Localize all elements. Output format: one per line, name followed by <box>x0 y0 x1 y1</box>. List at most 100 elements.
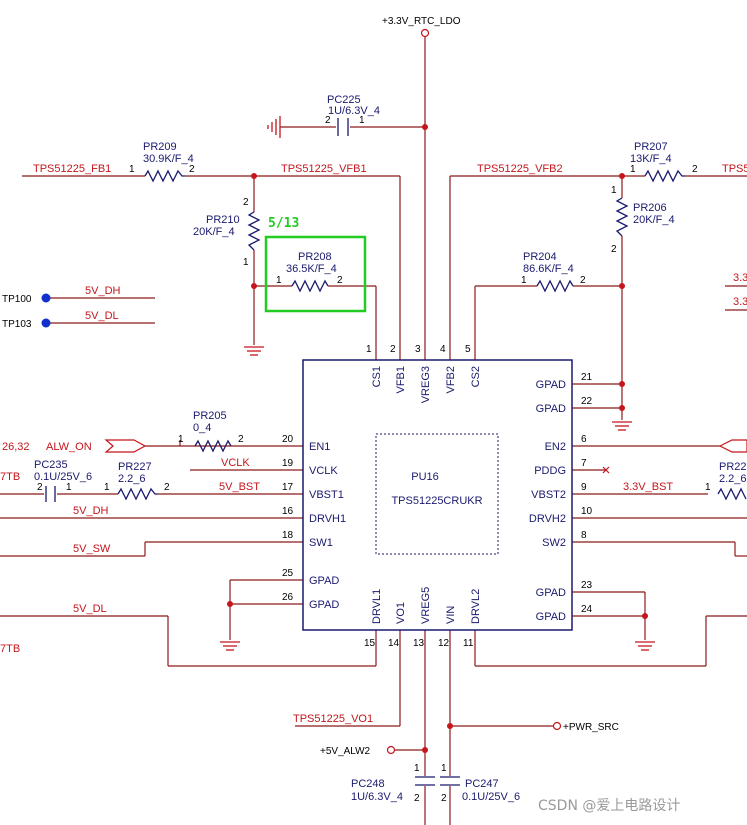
svg-text:1: 1 <box>129 164 135 175</box>
rail-5v-alw2: +5V_ALW2 <box>320 745 396 757</box>
pin-number: 24 <box>581 604 593 615</box>
testpoint-tp103: TP103 5V_DL <box>2 310 119 330</box>
svg-text:PC225: PC225 <box>327 94 361 106</box>
resistor-pr204: 1 2 PR204 86.6K/F_4 <box>521 251 586 293</box>
pin-name: GPAD <box>309 599 339 611</box>
pin-number: 13 <box>413 638 425 649</box>
svg-text:PR210: PR210 <box>206 214 240 226</box>
svg-text:2: 2 <box>325 115 331 126</box>
pin-name: SW2 <box>542 537 566 549</box>
pin-number: 5 <box>465 344 471 355</box>
no-connect-icon <box>602 466 610 474</box>
svg-text:PR208: PR208 <box>298 251 332 263</box>
pin-name: CS2 <box>470 366 482 387</box>
net-5v-dh: 5V_DH <box>73 505 109 517</box>
net-3v3-partial-b: 3.3 <box>733 296 747 308</box>
capacitor-pc248: 1 2 PC248 1U/6.3V_4 <box>351 763 435 804</box>
pin-name: VBST1 <box>309 489 344 501</box>
svg-text:1: 1 <box>705 482 711 493</box>
annotation-label: 5/13 <box>268 216 299 231</box>
pin-name: GPAD <box>309 575 339 587</box>
ic-pu16: PU16 TPS51225CRUKR <box>302 359 573 631</box>
svg-text:TP100: TP100 <box>2 294 32 305</box>
pin-name: VIN <box>445 606 457 624</box>
pin-number: 3 <box>415 344 421 355</box>
pin-number: 16 <box>282 506 294 517</box>
pin-number: 7 <box>581 458 587 469</box>
net-vclk: VCLK <box>221 457 250 469</box>
pin-number: 25 <box>282 568 294 579</box>
svg-text:5V_DL: 5V_DL <box>85 310 119 322</box>
svg-text:1: 1 <box>178 434 184 445</box>
svg-text:1: 1 <box>66 482 72 493</box>
pin-name: DRVL2 <box>470 589 482 624</box>
ic-part: TPS51225CRUKR <box>391 495 482 507</box>
wires <box>0 37 747 825</box>
pin-number: 26 <box>282 592 294 603</box>
ground-icon <box>220 641 240 651</box>
net-7tb-b: 7TB <box>0 643 20 655</box>
pin-name: VFB2 <box>445 366 457 394</box>
pin-number: 22 <box>581 396 593 407</box>
net-tps51225-fb1: TPS51225_FB1 <box>33 163 111 175</box>
svg-text:2: 2 <box>611 244 617 255</box>
pin-number: 9 <box>581 482 587 493</box>
ground-icon <box>267 116 281 138</box>
capacitor-pc235: 2 1 PC235 0.1U/25V_6 <box>34 459 92 502</box>
net-7tb-a: 7TB <box>0 471 20 483</box>
net-tps51225-vfb1: TPS51225_VFB1 <box>281 163 367 175</box>
svg-text:2: 2 <box>37 482 43 493</box>
svg-text:2: 2 <box>189 164 195 175</box>
pin-name: DRVH1 <box>309 513 346 525</box>
pin-name: PDDG <box>534 465 566 477</box>
svg-text:PR227: PR227 <box>118 461 152 473</box>
pin-name: EN1 <box>309 441 330 453</box>
svg-text:1U/6.3V_4: 1U/6.3V_4 <box>351 791 403 803</box>
highlight-box <box>264 235 367 313</box>
svg-text:PC248: PC248 <box>351 778 385 790</box>
resistor-pr205: 1 2 PR205 0_4 <box>178 410 244 453</box>
testpoint-tp100: TP100 5V_DH <box>2 285 121 305</box>
svg-text:20K/F_4: 20K/F_4 <box>633 214 675 226</box>
pin-name: VO1 <box>395 602 407 624</box>
resistor-pr210: 2 1 PR210 20K/F_4 <box>193 197 261 268</box>
resistor-pr207: 1 2 PR207 13K/F_4 <box>630 141 698 183</box>
svg-text:13K/F_4: 13K/F_4 <box>630 153 672 165</box>
svg-text:2.2_6: 2.2_6 <box>719 473 747 485</box>
ic-pins: 1CS12VFB13VREG34VFB25CS220EN119VCLK17VBS… <box>282 344 593 649</box>
net-tps51225-vo1: TPS51225_VO1 <box>293 713 373 725</box>
svg-text:1: 1 <box>276 275 282 286</box>
svg-text:2: 2 <box>441 793 447 804</box>
pin-name: GPAD <box>536 587 566 599</box>
svg-text:0.1U/25V_6: 0.1U/25V_6 <box>462 791 520 803</box>
pin-name: CS1 <box>371 366 383 387</box>
svg-text:PR226: PR226 <box>719 461 747 473</box>
pin-name: VREG3 <box>420 366 432 403</box>
svg-text:PC235: PC235 <box>34 459 68 471</box>
svg-text:2: 2 <box>414 793 420 804</box>
svg-text:PR205: PR205 <box>193 410 227 422</box>
svg-text:1: 1 <box>414 763 420 774</box>
net-tps51225-vfb2: TPS51225_VFB2 <box>477 163 563 175</box>
net-port-en2 <box>718 439 747 453</box>
svg-text:PR207: PR207 <box>634 141 668 153</box>
net-3v3-partial-a: 3.3 <box>733 272 747 284</box>
ground-icon <box>244 346 264 356</box>
net-tps5-truncated: TPS5 <box>722 163 747 175</box>
pin-name: GPAD <box>536 611 566 623</box>
svg-text:1: 1 <box>630 164 636 175</box>
pin-number: 17 <box>282 482 294 493</box>
pin-number: 15 <box>364 638 376 649</box>
pin-name: VCLK <box>309 465 338 477</box>
svg-text:PR209: PR209 <box>143 141 177 153</box>
svg-text:30.9K/F_4: 30.9K/F_4 <box>143 153 194 165</box>
pin-number: 8 <box>581 530 587 541</box>
net-5v-sw: 5V_SW <box>73 543 111 555</box>
svg-text:2: 2 <box>238 434 244 445</box>
pin-name: SW1 <box>309 537 333 549</box>
ground-icon <box>612 421 632 431</box>
svg-text:TP103: TP103 <box>2 319 32 330</box>
watermark: CSDN @爱上电路设计 <box>538 798 680 814</box>
svg-text:5V_DH: 5V_DH <box>85 285 121 297</box>
capacitor-pc247: 1 2 PC247 0.1U/25V_6 <box>440 763 520 804</box>
